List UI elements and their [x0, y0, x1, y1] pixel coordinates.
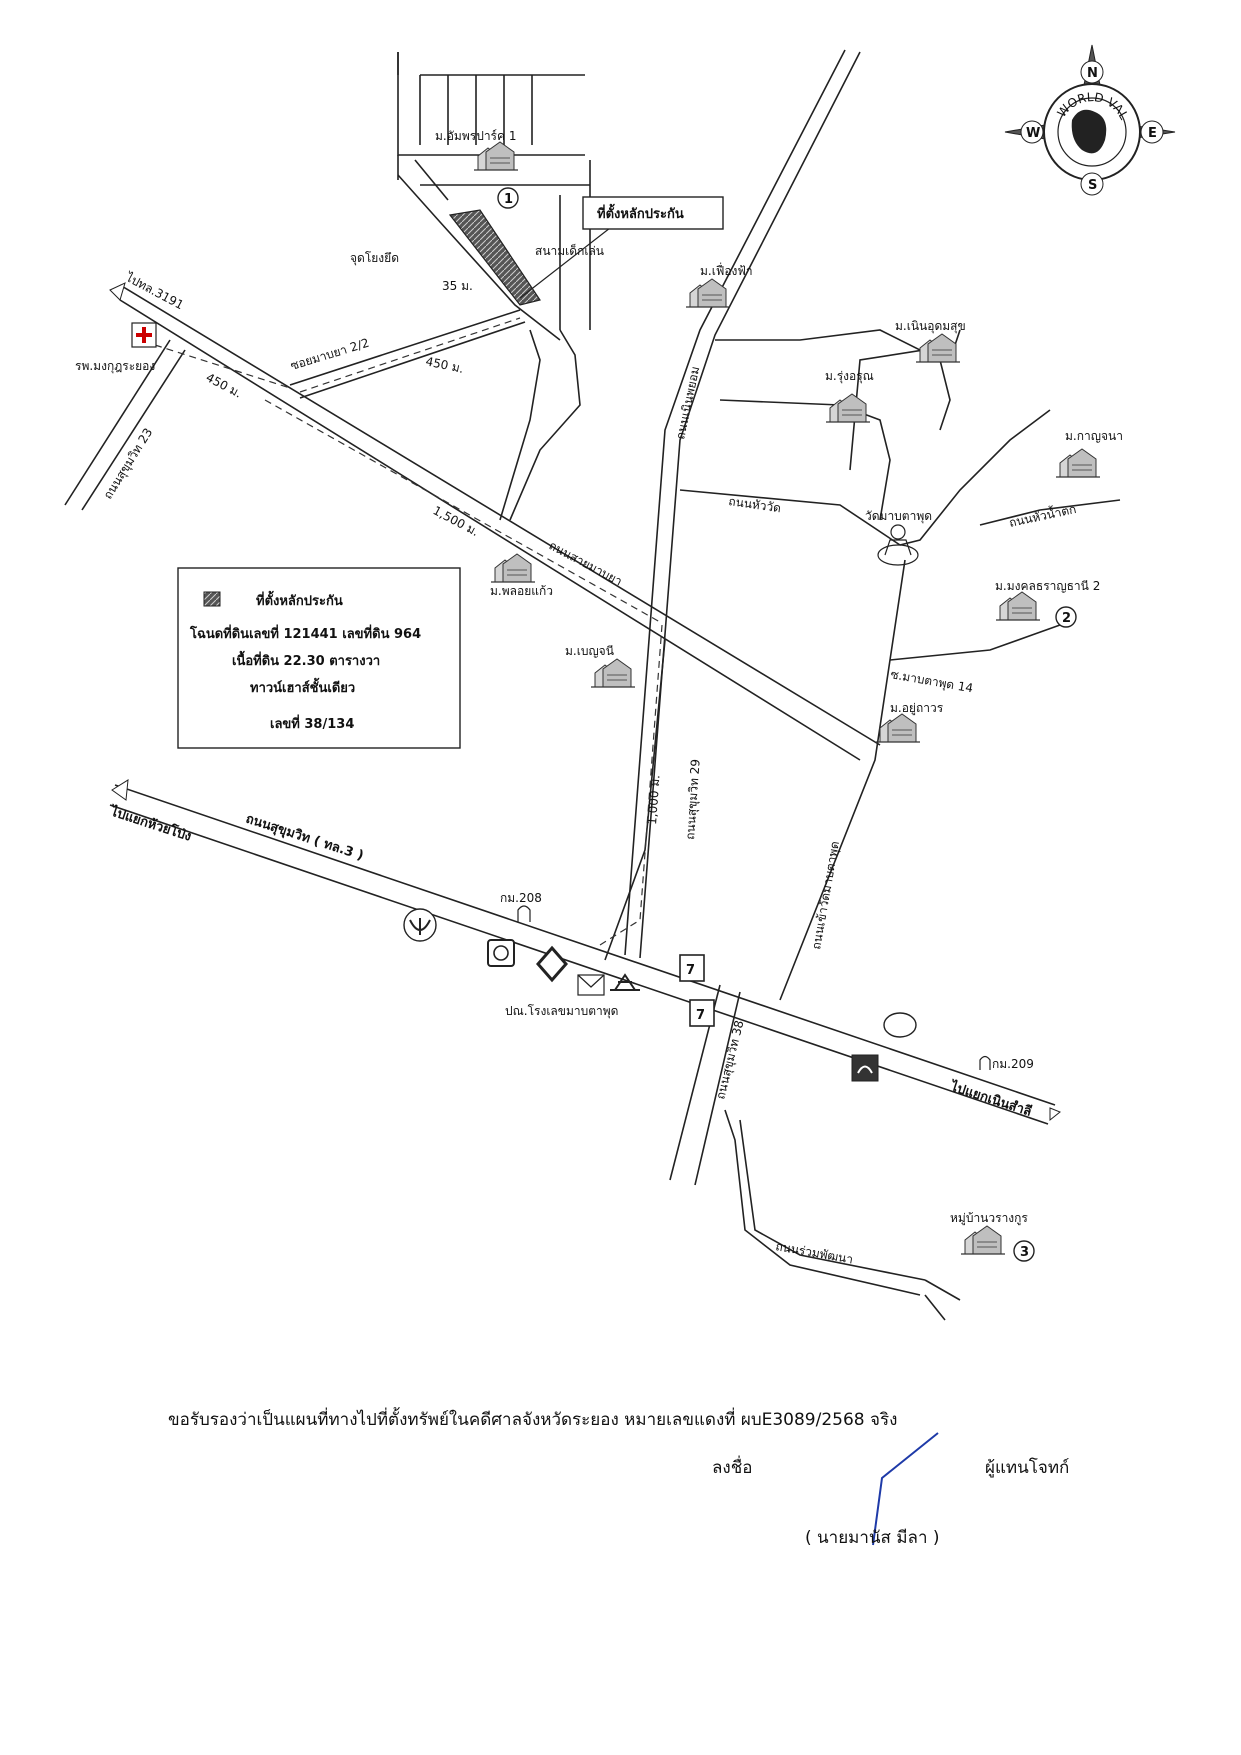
- place-label-rung-arun: ม.รุ่งอรุณ: [825, 369, 874, 384]
- post-office-icon: [577, 974, 605, 996]
- bank-icon-3: [536, 945, 568, 983]
- road-label-sai-mabya: ถนนสายมาบยา: [547, 538, 625, 588]
- road-label-to-huai-pong: ไปแยกห้วยโป่ง: [107, 802, 194, 845]
- legend-title: ที่ตั้งหลักประกัน: [256, 590, 343, 609]
- distance-label-1000: 1,000 ม.: [645, 774, 662, 825]
- sign-label: ลงชื่อ: [712, 1458, 753, 1478]
- svg-text:1: 1: [504, 192, 513, 207]
- compass-rose: N S W E WORLD VALUATION: [0, 0, 1176, 196]
- road-label-soi-maptaphut-14: ซ.มาบตาพุด 14: [889, 667, 974, 696]
- road-label-hua-nam-tok: ถนนหัวน้ำตก: [1007, 500, 1077, 530]
- place-label-post: ปณ.โรงเลขมาบตาพุด: [505, 1004, 618, 1019]
- legend-line-2: เนื้อที่ดิน 22.30 ตารางวา: [232, 650, 380, 669]
- seven-eleven-icon: 7: [679, 954, 705, 982]
- place-label-kanchana: ม.กาญจนา: [1065, 429, 1123, 443]
- compass-brand: WORLD VALUATION: [0, 0, 1131, 122]
- hospital-icon: [131, 322, 157, 348]
- km-post-icon: [517, 905, 991, 1070]
- svg-text:7: 7: [686, 963, 695, 978]
- bank-icon-5: [883, 1012, 917, 1038]
- signer-role: ผู้แทนโจทก์: [985, 1458, 1070, 1478]
- place-label-garden: สนามเด็กเล่น: [535, 243, 604, 258]
- bank-icon-1: [403, 908, 437, 942]
- place-label-wat: วัดมาบตาพุด: [865, 509, 932, 524]
- legend-box: ที่ตั้งหลักประกัน โฉนดที่ดินเลขที่ 12144…: [177, 567, 461, 749]
- house-icon: [473, 141, 1101, 1255]
- marker-1: 1: [497, 187, 519, 209]
- bank-icon-4: [610, 973, 640, 991]
- place-label-hospital: รพ.มงกุฎระยอง: [75, 359, 155, 374]
- road-label-sukhumvit-38: ถนนสุขุมวิท 38: [713, 1019, 747, 1101]
- place-label-yu-thawon: ม.อยู่ถาวร: [890, 701, 944, 716]
- place-label-village-3: หมู่บ้านวรางกูร: [950, 1211, 1028, 1226]
- place-label-ploi: ม.พลอยแก้ว: [490, 584, 553, 598]
- legend-line-3: ทาวน์เฮาส์ชั้นเดียว: [250, 677, 355, 696]
- road-label-wat-maptaphut: ถนนเข้าวัดมาบตาพุด: [809, 840, 843, 951]
- seven-eleven-icon: 7: [689, 999, 715, 1027]
- distance-label-35: 35 ม.: [442, 279, 473, 293]
- place-label-meaung-fa: ม.เฟื่องฟ้า: [700, 262, 753, 278]
- distance-label-450-main: 450 ม.: [204, 370, 245, 400]
- compass-w: W: [1026, 126, 1040, 141]
- svg-text:3: 3: [1020, 1245, 1029, 1260]
- collateral-callout-box: [582, 196, 724, 230]
- place-label-judo: จุดโยงยึด: [350, 251, 399, 266]
- place-label-ampon: ม.อัมพรปาร์ค 1: [435, 129, 516, 143]
- place-label-benchanee: ม.เบญจนี: [565, 644, 614, 658]
- bank-icon-2: [487, 939, 515, 967]
- road-label-soi-mabya: ซอยมาบยา 2/2: [289, 336, 371, 373]
- signer-name: ( นายมานัส มีลา ): [805, 1528, 940, 1548]
- place-label-mongkol: ม.มงคลธราญธานี 2: [995, 579, 1100, 593]
- km-label-209: กม.209: [992, 1057, 1034, 1071]
- bank-icon-6: [851, 1054, 879, 1082]
- collateral-callout-label: ที่ตั้งหลักประกัน: [597, 203, 684, 222]
- certification-statement: ขอรับรองว่าเป็นแผนที่ทางไปที่ตั้งทรัพย์ใ…: [168, 1410, 898, 1430]
- place-label-noen-udom: ม.เนินอุดมสุข: [895, 319, 966, 334]
- svg-text:2: 2: [1062, 611, 1071, 626]
- distance-label-450-soi: 450 ม.: [424, 354, 465, 376]
- svg-text:7: 7: [696, 1008, 705, 1023]
- compass-n: N: [1087, 66, 1098, 81]
- signature-mark: [872, 1432, 939, 1546]
- compass-e: E: [1148, 126, 1157, 141]
- road-label-hua-wat: ถนนหัววัด: [728, 494, 782, 515]
- legend-line-4: เลขที่ 38/134: [270, 714, 354, 732]
- compass-s: S: [1088, 178, 1097, 193]
- temple-icon: [877, 524, 919, 566]
- km-label-208: กม.208: [500, 891, 542, 905]
- marker-3: 3: [1013, 1240, 1035, 1262]
- road-label-sukhumvit-29: ถนนสุขุมวิท 29: [683, 759, 704, 841]
- legend-line-1: โฉนดที่ดินเลขที่ 121441 เลขที่ดิน 964: [189, 624, 421, 642]
- marker-2: 2: [1055, 606, 1077, 628]
- road-label-nern-phayom: ถนนเนินพยอม: [673, 365, 702, 441]
- road-network: [64, 49, 1121, 1321]
